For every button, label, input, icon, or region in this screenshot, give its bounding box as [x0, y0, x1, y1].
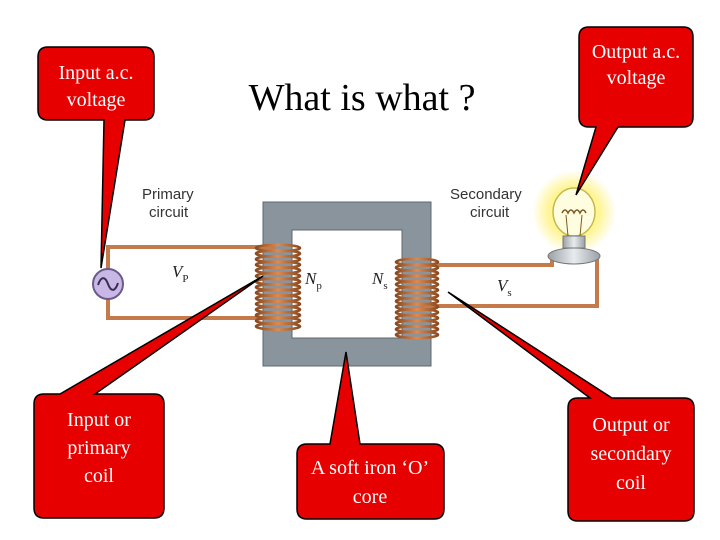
callout-output-voltage-line1: Output a.c. [592, 41, 680, 63]
callout-output-voltage-line2: voltage [607, 67, 666, 89]
callout-input-voltage: Input a.c. voltage [37, 46, 155, 269]
callout-primary-coil-line1: Input or [67, 409, 131, 431]
callout-secondary-coil: Output or secondary coil [447, 291, 695, 522]
vp-sub: P [182, 273, 188, 285]
callout-primary-coil: Input or primary coil [33, 275, 264, 519]
vs-sub: s [507, 287, 511, 299]
secondary-circuit-label-line2: circuit [470, 204, 510, 221]
callout-secondary-coil-line2: secondary [590, 443, 671, 465]
vp-main: V [172, 262, 185, 281]
callout-input-voltage-line1: Input a.c. [59, 62, 134, 84]
callout-input-voltage-line2: voltage [67, 89, 126, 111]
ns-sub: s [383, 280, 387, 292]
primary-circuit-label-line1: Primary [142, 186, 194, 203]
ac-source-icon [92, 268, 124, 300]
callout-primary-coil-line3: coil [84, 465, 114, 487]
secondary-circuit-label-line1: Secondary [450, 186, 522, 203]
primary-circuit-wire [106, 245, 275, 320]
callout-core-line2: core [353, 486, 388, 508]
coil-turn [254, 321, 302, 331]
coil-turn [394, 330, 440, 340]
light-bulb-icon [532, 170, 616, 265]
callout-secondary-coil-line3: coil [616, 472, 646, 494]
callout-core: A soft iron ‘O’ core [296, 351, 445, 520]
vs-label: Vs [497, 276, 512, 299]
vs-main: V [497, 276, 510, 295]
ns-label: Ns [371, 269, 388, 292]
callout-primary-coil-line2: primary [67, 437, 130, 459]
callout-secondary-coil-line1: Output or [592, 414, 670, 436]
np-main: N [304, 269, 318, 288]
callout-output-voltage: Output a.c. voltage [575, 26, 694, 196]
primary-circuit-label-line2: circuit [149, 204, 189, 221]
page-title: What is what ? [249, 77, 476, 119]
secondary-coil [394, 257, 440, 340]
iron-core [262, 201, 432, 367]
ns-main: N [371, 269, 385, 288]
np-sub: p [316, 280, 322, 292]
np-label: Np [304, 269, 322, 292]
vp-label: VP [172, 262, 189, 285]
callout-core-line1: A soft iron ‘O’ [311, 457, 429, 479]
